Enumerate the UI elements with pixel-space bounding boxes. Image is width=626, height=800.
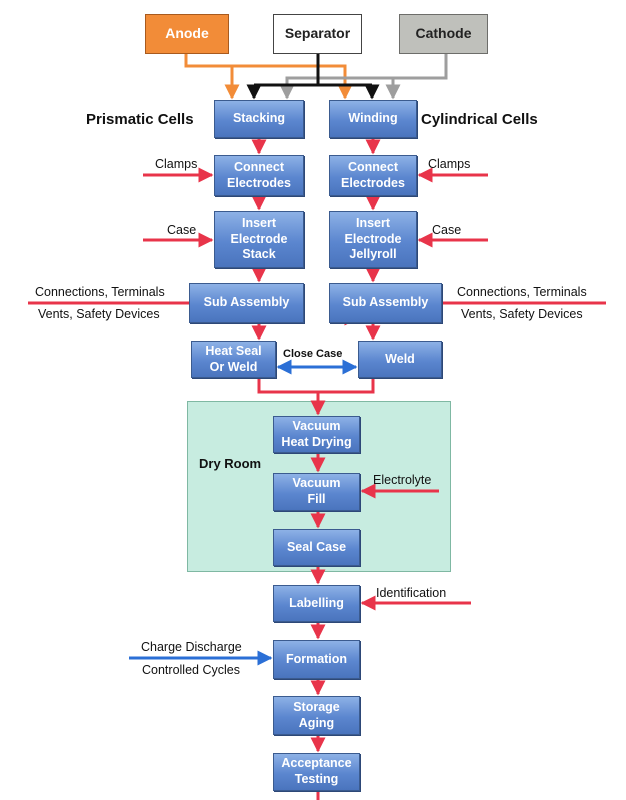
heat-seal-or-weld-box: Heat Seal Or Weld xyxy=(191,341,276,378)
separator-box: Separator xyxy=(273,14,362,54)
clamps-right-label: Clamps xyxy=(428,157,471,171)
acceptance-testing-box: Acceptance Testing xyxy=(273,753,360,791)
insert-electrode-stack-box: Insert Electrode Stack xyxy=(214,211,304,268)
cathode-box: Cathode xyxy=(399,14,488,54)
dry-room-label: Dry Room xyxy=(199,456,262,471)
clamps-left-label: Clamps xyxy=(155,157,198,171)
formation-box: Formation xyxy=(273,640,360,679)
vents-safety-devices-left-label: Vents, Safety Devices xyxy=(38,307,160,321)
case-right-label: Case xyxy=(432,223,462,237)
separator-feed-line xyxy=(254,53,372,87)
charge-discharge-label: Charge Discharge xyxy=(141,640,242,654)
stacking-box: Stacking xyxy=(214,100,304,138)
sub-assembly-left-box: Sub Assembly xyxy=(189,283,304,323)
weld-box: Weld xyxy=(358,341,442,378)
seal-case-box: Seal Case xyxy=(273,529,360,566)
electrolyte-label: Electrolyte xyxy=(373,473,432,487)
connections-terminals-left-label: Connections, Terminals xyxy=(35,285,165,299)
connect-electrodes-right-box: Connect Electrodes xyxy=(329,155,417,196)
close-case-label: Close Case xyxy=(283,348,343,360)
vents-safety-devices-right-label: Vents, Safety Devices xyxy=(461,307,583,321)
anode-feed-line xyxy=(184,53,353,100)
winding-box: Winding xyxy=(329,100,417,138)
labelling-box: Labelling xyxy=(273,585,360,622)
connect-electrodes-left-box: Connect Electrodes xyxy=(214,155,304,196)
identification-label: Identification xyxy=(376,586,447,600)
case-left-label: Case xyxy=(167,223,197,237)
controlled-cycles-label: Controlled Cycles xyxy=(142,663,240,677)
insert-electrode-jellyroll-box: Insert Electrode Jellyroll xyxy=(329,211,417,268)
storage-aging-box: Storage Aging xyxy=(273,696,360,735)
vacuum-heat-drying-box: Vacuum Heat Drying xyxy=(273,416,360,453)
anode-box: Anode xyxy=(145,14,229,54)
prismatic-cells-label: Prismatic Cells xyxy=(86,111,194,128)
sub-assembly-right-box: Sub Assembly xyxy=(329,283,442,323)
connections-terminals-right-label: Connections, Terminals xyxy=(457,285,587,299)
merge-line xyxy=(257,378,375,394)
cathode-feed-line xyxy=(279,53,448,100)
vacuum-fill-box: Vacuum Fill xyxy=(273,473,360,511)
cylindrical-cells-label: Cylindrical Cells xyxy=(421,111,538,128)
